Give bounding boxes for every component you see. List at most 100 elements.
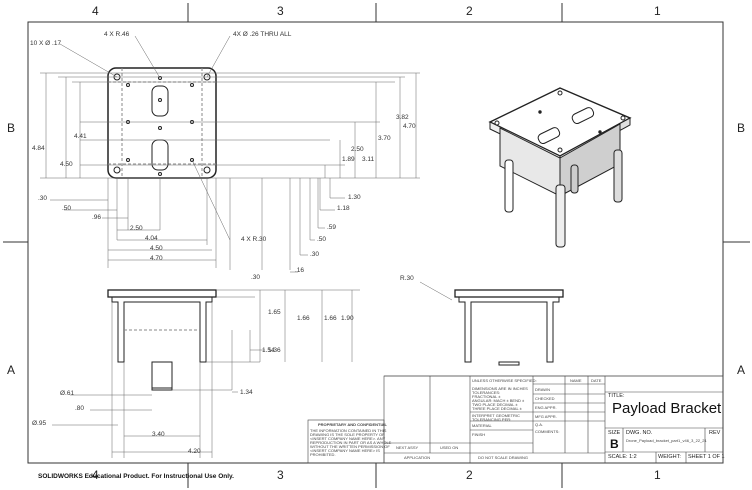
tb-row-mfg-appr: MFG APPR.	[535, 414, 557, 419]
tb-scale: SCALE: 1:2	[608, 454, 637, 460]
dim-label: .96	[92, 214, 102, 221]
tb-proprietary-line: PROHIBITED.	[310, 452, 336, 457]
side-leg	[498, 361, 520, 366]
front-leg	[151, 361, 173, 391]
tb-dim-line: THREE PLACE DECIMAL ±	[472, 406, 522, 411]
iso-slot	[537, 127, 561, 145]
tb-dim-line: FRACTIONAL ±	[472, 394, 501, 399]
front-view-dimension-lines	[52, 289, 360, 458]
dim-label: 1.65	[268, 309, 281, 316]
top-view	[107, 67, 217, 179]
tb-proprietary-line: DRAWING IS THE SOLE PROPERTY OF	[310, 432, 385, 437]
dim-label: 4.84	[32, 145, 45, 152]
tb-dwg-no-label: DWG. NO.	[626, 430, 653, 436]
iso-hole	[557, 90, 563, 96]
zone-col-1-top: 1	[654, 4, 661, 18]
dim-label: 4.50	[150, 245, 163, 252]
small-hole	[126, 83, 130, 87]
tb-col-date: DATE	[591, 378, 602, 383]
tb-proprietary-line: WITHOUT THE WRITTEN PERMISSION OF	[310, 444, 390, 449]
dim-label: 1.34	[240, 389, 253, 396]
tb-dim-line: TWO PLACE DECIMAL ±	[472, 402, 518, 407]
small-hole	[190, 83, 194, 87]
dim-label: 1.18	[337, 205, 350, 212]
tb-proprietary-line: THE INFORMATION CONTAINED IN THIS	[310, 428, 387, 433]
dim-label: 1.54	[262, 347, 275, 354]
tb-weight: WEIGHT:	[658, 454, 681, 460]
tb-col-name: NAME	[570, 378, 582, 383]
dim-label: 4.20	[188, 448, 201, 455]
dim-label: 3.82	[396, 114, 409, 121]
drawing-title: Payload Bracket	[612, 400, 722, 417]
dim-label: Ø.95	[32, 420, 47, 427]
tb-next-assy: NEXT ASSY	[396, 445, 419, 450]
dim-label: 3.11	[362, 156, 375, 163]
dim-label: .59	[327, 224, 337, 231]
tb-row-checked: CHECKED	[535, 396, 555, 401]
slot-upper	[151, 85, 169, 117]
dim-label: 1.36	[268, 347, 281, 354]
iso-leg	[504, 159, 514, 213]
zone-col-4-top: 4	[92, 4, 99, 18]
front-plate	[107, 289, 217, 298]
tb-unless-otherwise: UNLESS OTHERWISE SPECIFIED:	[472, 378, 537, 383]
tb-row-drawn: DRAWN	[535, 387, 550, 392]
corner-hole	[113, 166, 121, 174]
zone-col-4-bottom: 4	[92, 468, 99, 482]
front-radius-callout: R.30	[400, 275, 414, 282]
tb-dim-line: DIMENSIONS ARE IN INCHES	[472, 386, 528, 391]
zone-row-a-left: A	[7, 363, 16, 377]
dim-label: .30	[251, 274, 261, 281]
iso-hole	[598, 130, 602, 134]
iso-hole	[494, 120, 500, 126]
small-hole	[158, 98, 162, 102]
iso-leg	[570, 164, 579, 194]
front-view	[107, 289, 217, 391]
tb-interp: INTERPRET GEOMETRIC TOLERANCING PER:	[472, 413, 520, 422]
dim-label: .50	[317, 236, 327, 243]
dim-label: 3.40	[152, 431, 165, 438]
side-view	[419, 281, 564, 366]
dim-label: 2.50	[351, 146, 364, 153]
dim-label: .30	[38, 195, 48, 202]
iso-hole	[557, 147, 563, 153]
dim-label: 1.30	[348, 194, 361, 201]
dim-label: .50	[62, 205, 72, 212]
zone-col-2-top: 2	[466, 4, 473, 18]
side-walls	[458, 297, 560, 363]
tb-row-eng-appr: ENG APPR.	[535, 405, 557, 410]
tb-rev-label: REV	[709, 430, 721, 436]
dim-label: 2.50	[130, 225, 143, 232]
tb-sheet: SHEET 1 OF 1	[688, 454, 725, 460]
tb-finish: FINISH	[472, 432, 486, 437]
zone-col-1-bottom: 1	[654, 468, 661, 482]
small-hole	[158, 76, 162, 80]
thru-holes-callout: 4X Ø .26 THRU ALL	[233, 31, 292, 38]
tb-proprietary-line: REPRODUCTION IN PART OR AS A WHOLE	[310, 440, 392, 445]
iso-slot	[571, 107, 595, 125]
dim-label: Ø.61	[60, 390, 75, 397]
holes-small-callout: 10 X Ø .17	[30, 40, 62, 47]
tb-proprietary-line: <INSERT COMPANY NAME HERE>. ANY	[310, 436, 386, 441]
dim-label: 4.70	[403, 123, 416, 130]
slot-lower	[151, 139, 169, 171]
small-hole	[126, 158, 130, 162]
tb-proprietary-title: PROPRIETARY AND CONFIDENTIAL	[318, 422, 387, 427]
tb-dwg-no-value: Drone_Payload_bracket_part1_v46_3_22_21	[626, 438, 707, 443]
zone-row-b-right: B	[737, 121, 746, 135]
dim-label: 3.70	[378, 135, 391, 142]
tb-material: MATERIAL	[472, 423, 492, 428]
tb-dim-line: TOLERANCES:	[472, 390, 501, 395]
tb-title-label: TITLE:	[608, 393, 625, 399]
dim-label: 1.66	[297, 315, 310, 322]
title-block	[307, 375, 724, 464]
zone-row-a-right: A	[737, 363, 746, 377]
small-hole	[158, 172, 162, 176]
tb-application: APPLICATION	[404, 455, 431, 460]
isometric-view	[488, 87, 632, 248]
front-walls	[111, 297, 213, 363]
footer-educational-notice: SOLIDWORKS Educational Product. For Inst…	[38, 473, 234, 480]
zone-col-2-bottom: 2	[466, 468, 473, 482]
